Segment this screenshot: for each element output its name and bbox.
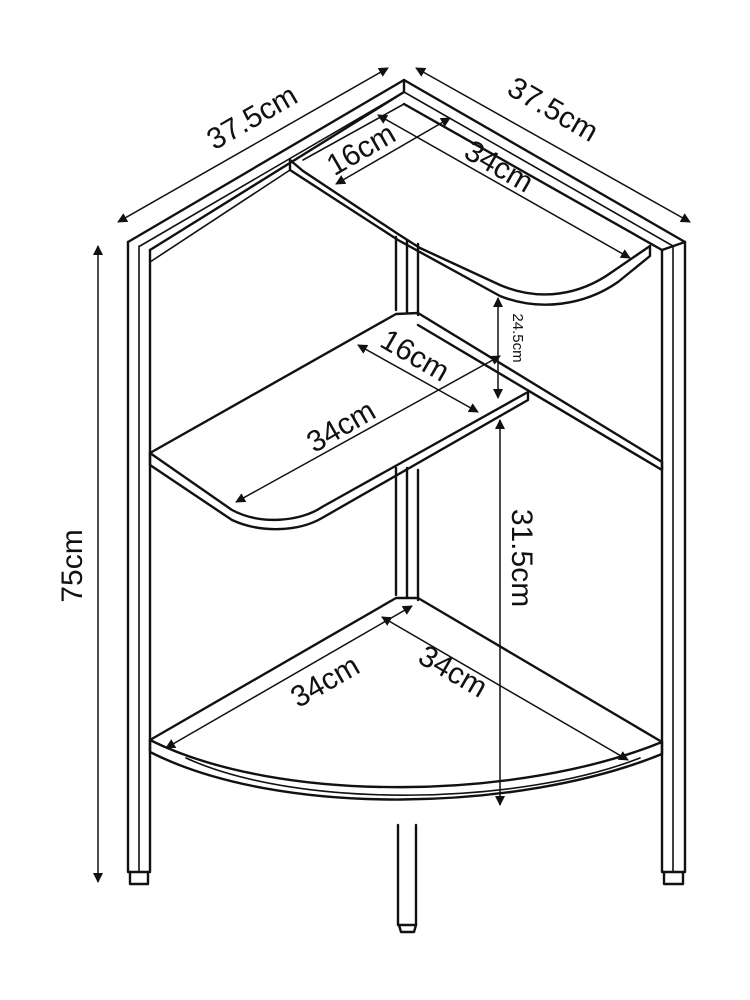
middle-shelf-length-label: 34cm bbox=[301, 394, 381, 459]
dimension-lines bbox=[93, 67, 691, 883]
bottom-shelf-left-label: 34cm bbox=[285, 649, 365, 714]
middle-shelf-depth-label: 16cm bbox=[375, 323, 455, 388]
top-shelf-length-label: 34cm bbox=[459, 134, 539, 199]
width-right-label: 37.5cm bbox=[502, 71, 604, 149]
height-total-label: 75cm bbox=[56, 529, 89, 602]
bottom-shelf bbox=[148, 596, 664, 801]
middle-shelf bbox=[148, 311, 664, 531]
bottom-shelf-right-label: 34cm bbox=[413, 639, 493, 704]
gap-top-label: 24.5cm bbox=[509, 313, 526, 362]
gap-lower-label: 31.5cm bbox=[505, 509, 538, 607]
